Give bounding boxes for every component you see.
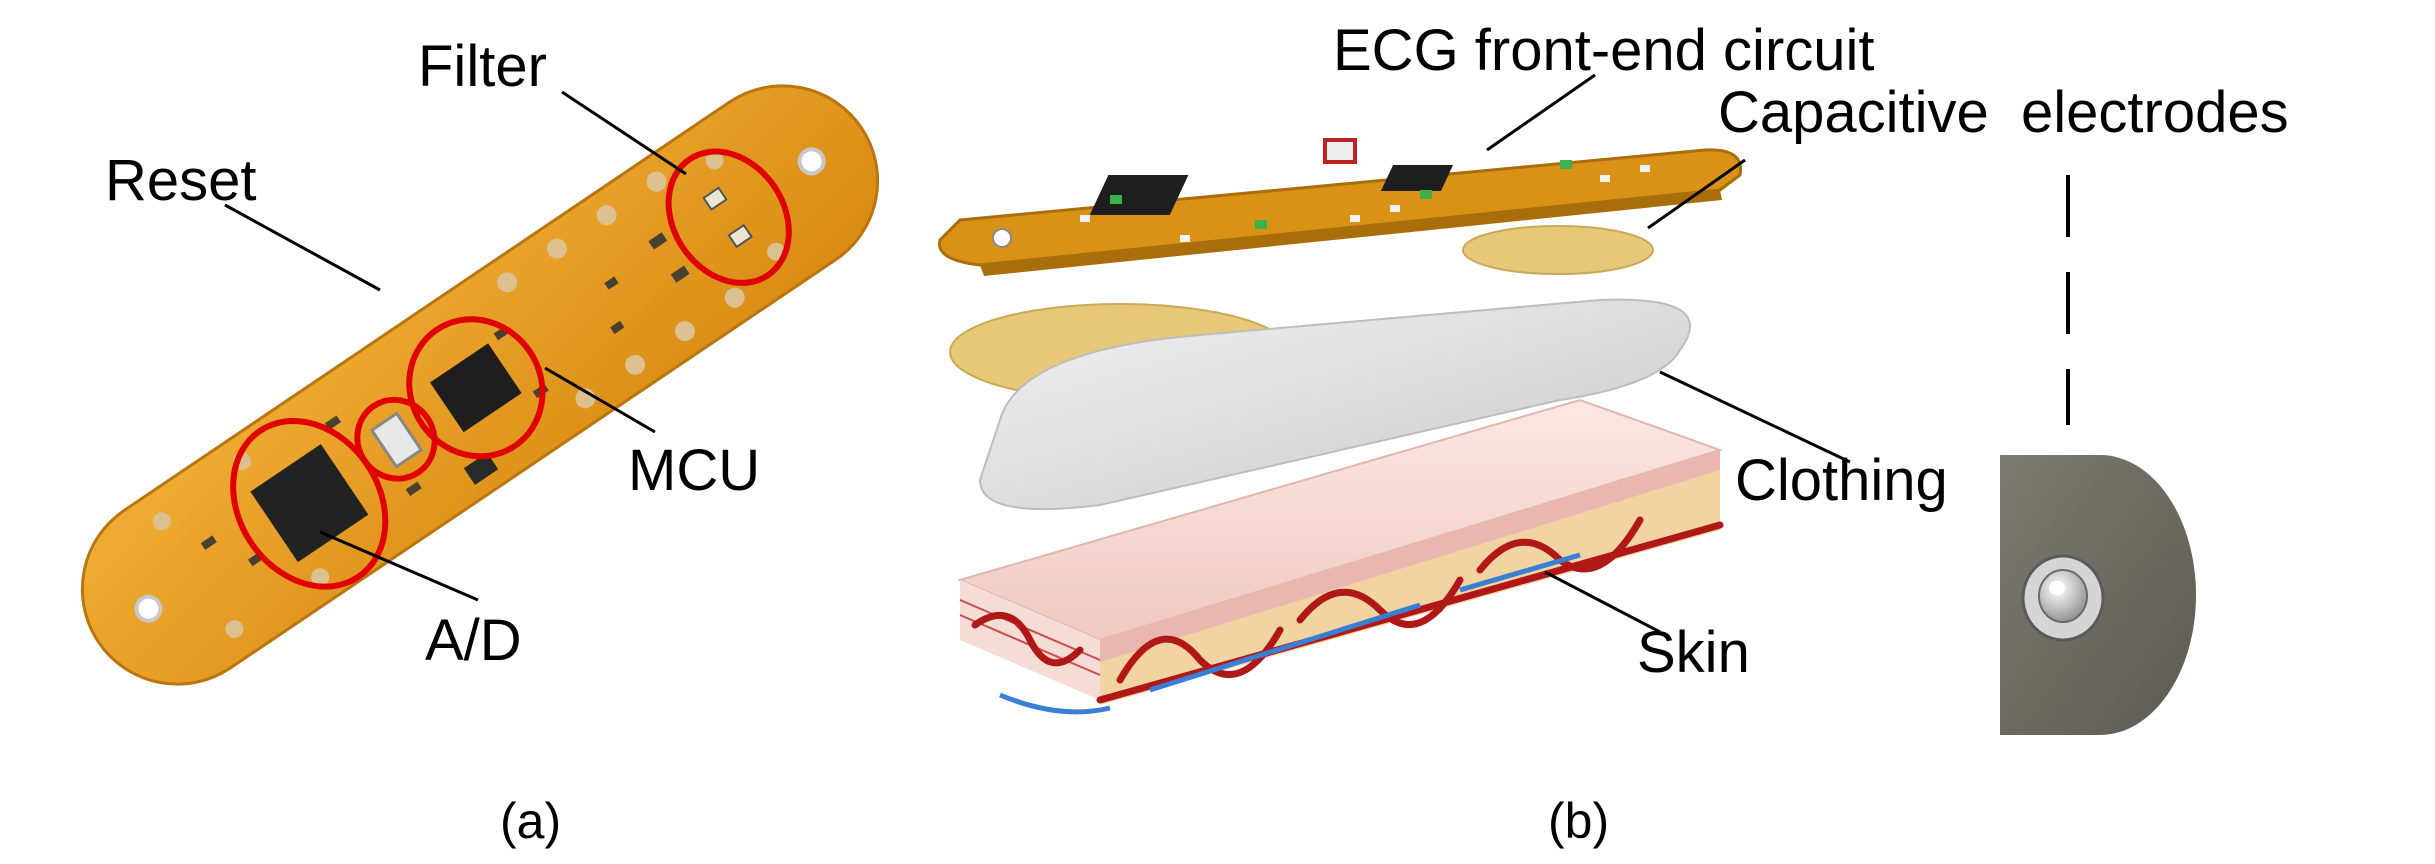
electrode-right	[1462, 225, 1654, 275]
reset-leader	[224, 203, 381, 292]
ad-chip	[250, 444, 369, 563]
clothing-layer	[978, 298, 1691, 511]
filter-highlight	[665, 148, 792, 286]
panel-a: Filter Reset MCU A/D (a)	[80, 34, 880, 849]
ecg-leader	[1486, 73, 1596, 152]
filter-leader	[561, 90, 687, 176]
skin-block	[957, 398, 1724, 715]
capacitive-electrodes-label: Capacitive electrodes	[1718, 80, 2289, 145]
reset-highlight	[354, 396, 438, 482]
mcu-chip	[430, 343, 522, 433]
ad-label: A/D	[425, 608, 522, 673]
filter-label: Filter	[418, 34, 547, 99]
clothing-label: Clothing	[1735, 448, 1948, 513]
skin-label: Skin	[1637, 620, 1750, 685]
clothing-leader	[1659, 370, 1851, 464]
ad-leader	[319, 530, 479, 602]
panel-b: ECG front-end circuit Capacitive electro…	[938, 18, 2289, 849]
mcu-leader	[544, 366, 656, 434]
skin-leader	[1544, 570, 1661, 634]
reset-button-part	[369, 411, 424, 469]
reset-label: Reset	[105, 148, 257, 213]
mcu-highlight	[406, 316, 546, 460]
pcb-board	[80, 84, 880, 686]
ecg-circuit-label: ECG front-end circuit	[1333, 18, 1875, 83]
mcu-label: MCU	[628, 438, 760, 503]
panel-b-caption: (b)	[1548, 793, 1609, 849]
ecg-board	[938, 138, 1743, 276]
electrode-leader	[1647, 158, 1746, 230]
electrode-photo	[2000, 455, 2196, 735]
panel-a-caption: (a)	[500, 793, 561, 849]
